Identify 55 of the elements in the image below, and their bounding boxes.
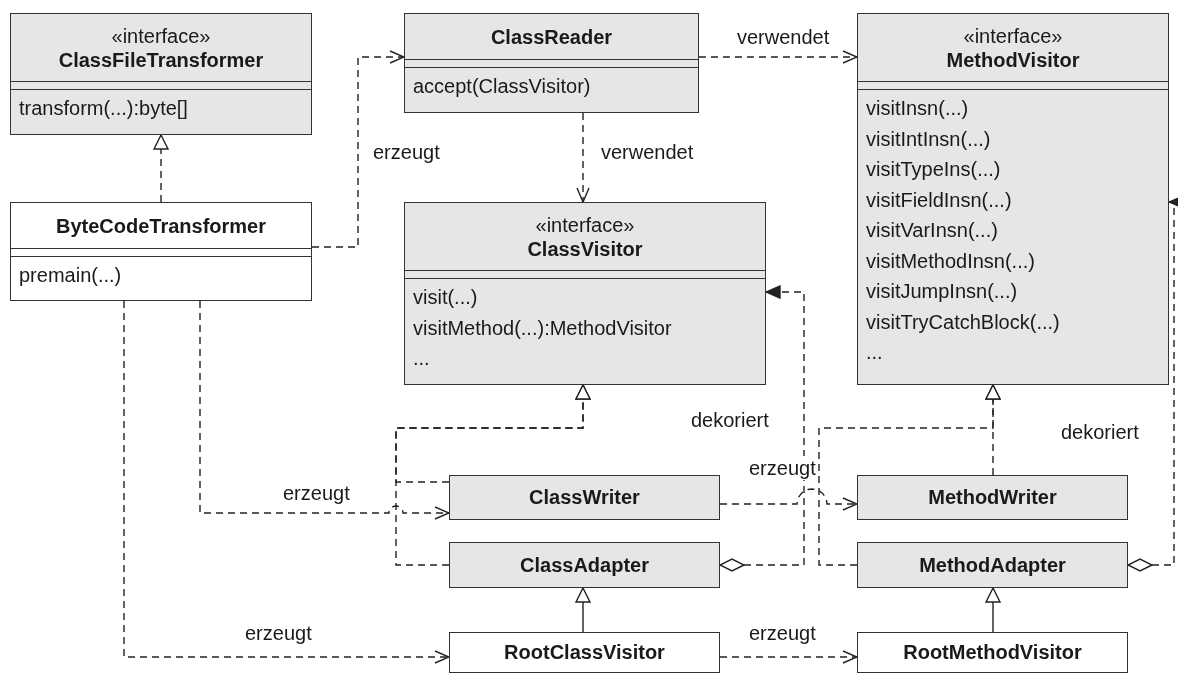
relation-arrow: [153, 134, 169, 203]
class-name: RootMethodVisitor: [903, 640, 1082, 664]
edge-label: erzeugt: [748, 456, 817, 480]
stereotype-label: «interface»: [111, 23, 211, 48]
dependency-arrow: [311, 50, 405, 248]
method-label: visitTypeIns(...): [866, 157, 1001, 182]
class-name: MethodAdapter: [919, 552, 1066, 577]
stereotype-label: «interface»: [963, 23, 1063, 48]
dependency-arrow: [1127, 195, 1178, 572]
method-label: visitIntInsn(...): [866, 126, 991, 152]
class-box: [857, 632, 1128, 673]
dependency-arrow: [123, 300, 450, 664]
class-box: [857, 542, 1128, 588]
class-box: [10, 13, 312, 135]
method-label: visit(...): [413, 285, 478, 310]
class-box: [449, 632, 720, 673]
dependency-arrow: [698, 50, 858, 64]
dependency-arrow: [719, 488, 858, 511]
class-box: [10, 202, 312, 301]
class-name: RootClassVisitor: [504, 640, 665, 664]
method-label: accept(ClassVisitor): [413, 74, 591, 99]
method-label: visitMethod(...):MethodVisitor: [413, 315, 672, 341]
method-label: ...: [413, 346, 430, 371]
class-box: [404, 13, 699, 113]
stereotype-label: «interface»: [535, 212, 635, 237]
relation-arrow: [985, 587, 1001, 633]
class-box: [404, 202, 766, 385]
method-label: premain(...): [19, 263, 122, 288]
class-name: ClassVisitor: [527, 236, 643, 261]
method-label: visitTryCatchBlock(...): [866, 309, 1060, 335]
method-label: visitFieldInsn(...): [866, 187, 1012, 213]
method-label: visitInsn(...): [866, 96, 969, 121]
class-name: ByteCodeTransformer: [55, 213, 267, 238]
relation-arrow: [575, 587, 591, 633]
dependency-arrow: [576, 112, 590, 203]
class-box: [857, 475, 1128, 520]
class-name: ClassReader: [490, 24, 613, 49]
method-label: visitVarInsn(...): [866, 218, 998, 243]
method-label: visitMethodInsn(...): [866, 248, 1035, 274]
class-name: ClassAdapter: [520, 552, 649, 577]
class-name: MethodVisitor: [946, 47, 1080, 72]
class-box: [449, 475, 720, 520]
class-box: [857, 13, 1169, 385]
class-box: [449, 542, 720, 588]
method-label: transform(...):byte[]: [19, 96, 188, 121]
class-name: ClassFileTransformer: [58, 47, 264, 72]
dependency-arrow: [719, 650, 858, 664]
class-name: MethodWriter: [928, 485, 1057, 509]
method-label: ...: [866, 340, 883, 365]
dependency-arrow: [719, 285, 805, 572]
dependency-arrow: [199, 300, 450, 520]
method-label: visitJumpInsn(...): [866, 279, 1018, 304]
class-name: ClassWriter: [529, 485, 640, 509]
relation-arrow: [818, 384, 1001, 566]
relation-arrow: [395, 384, 591, 566]
